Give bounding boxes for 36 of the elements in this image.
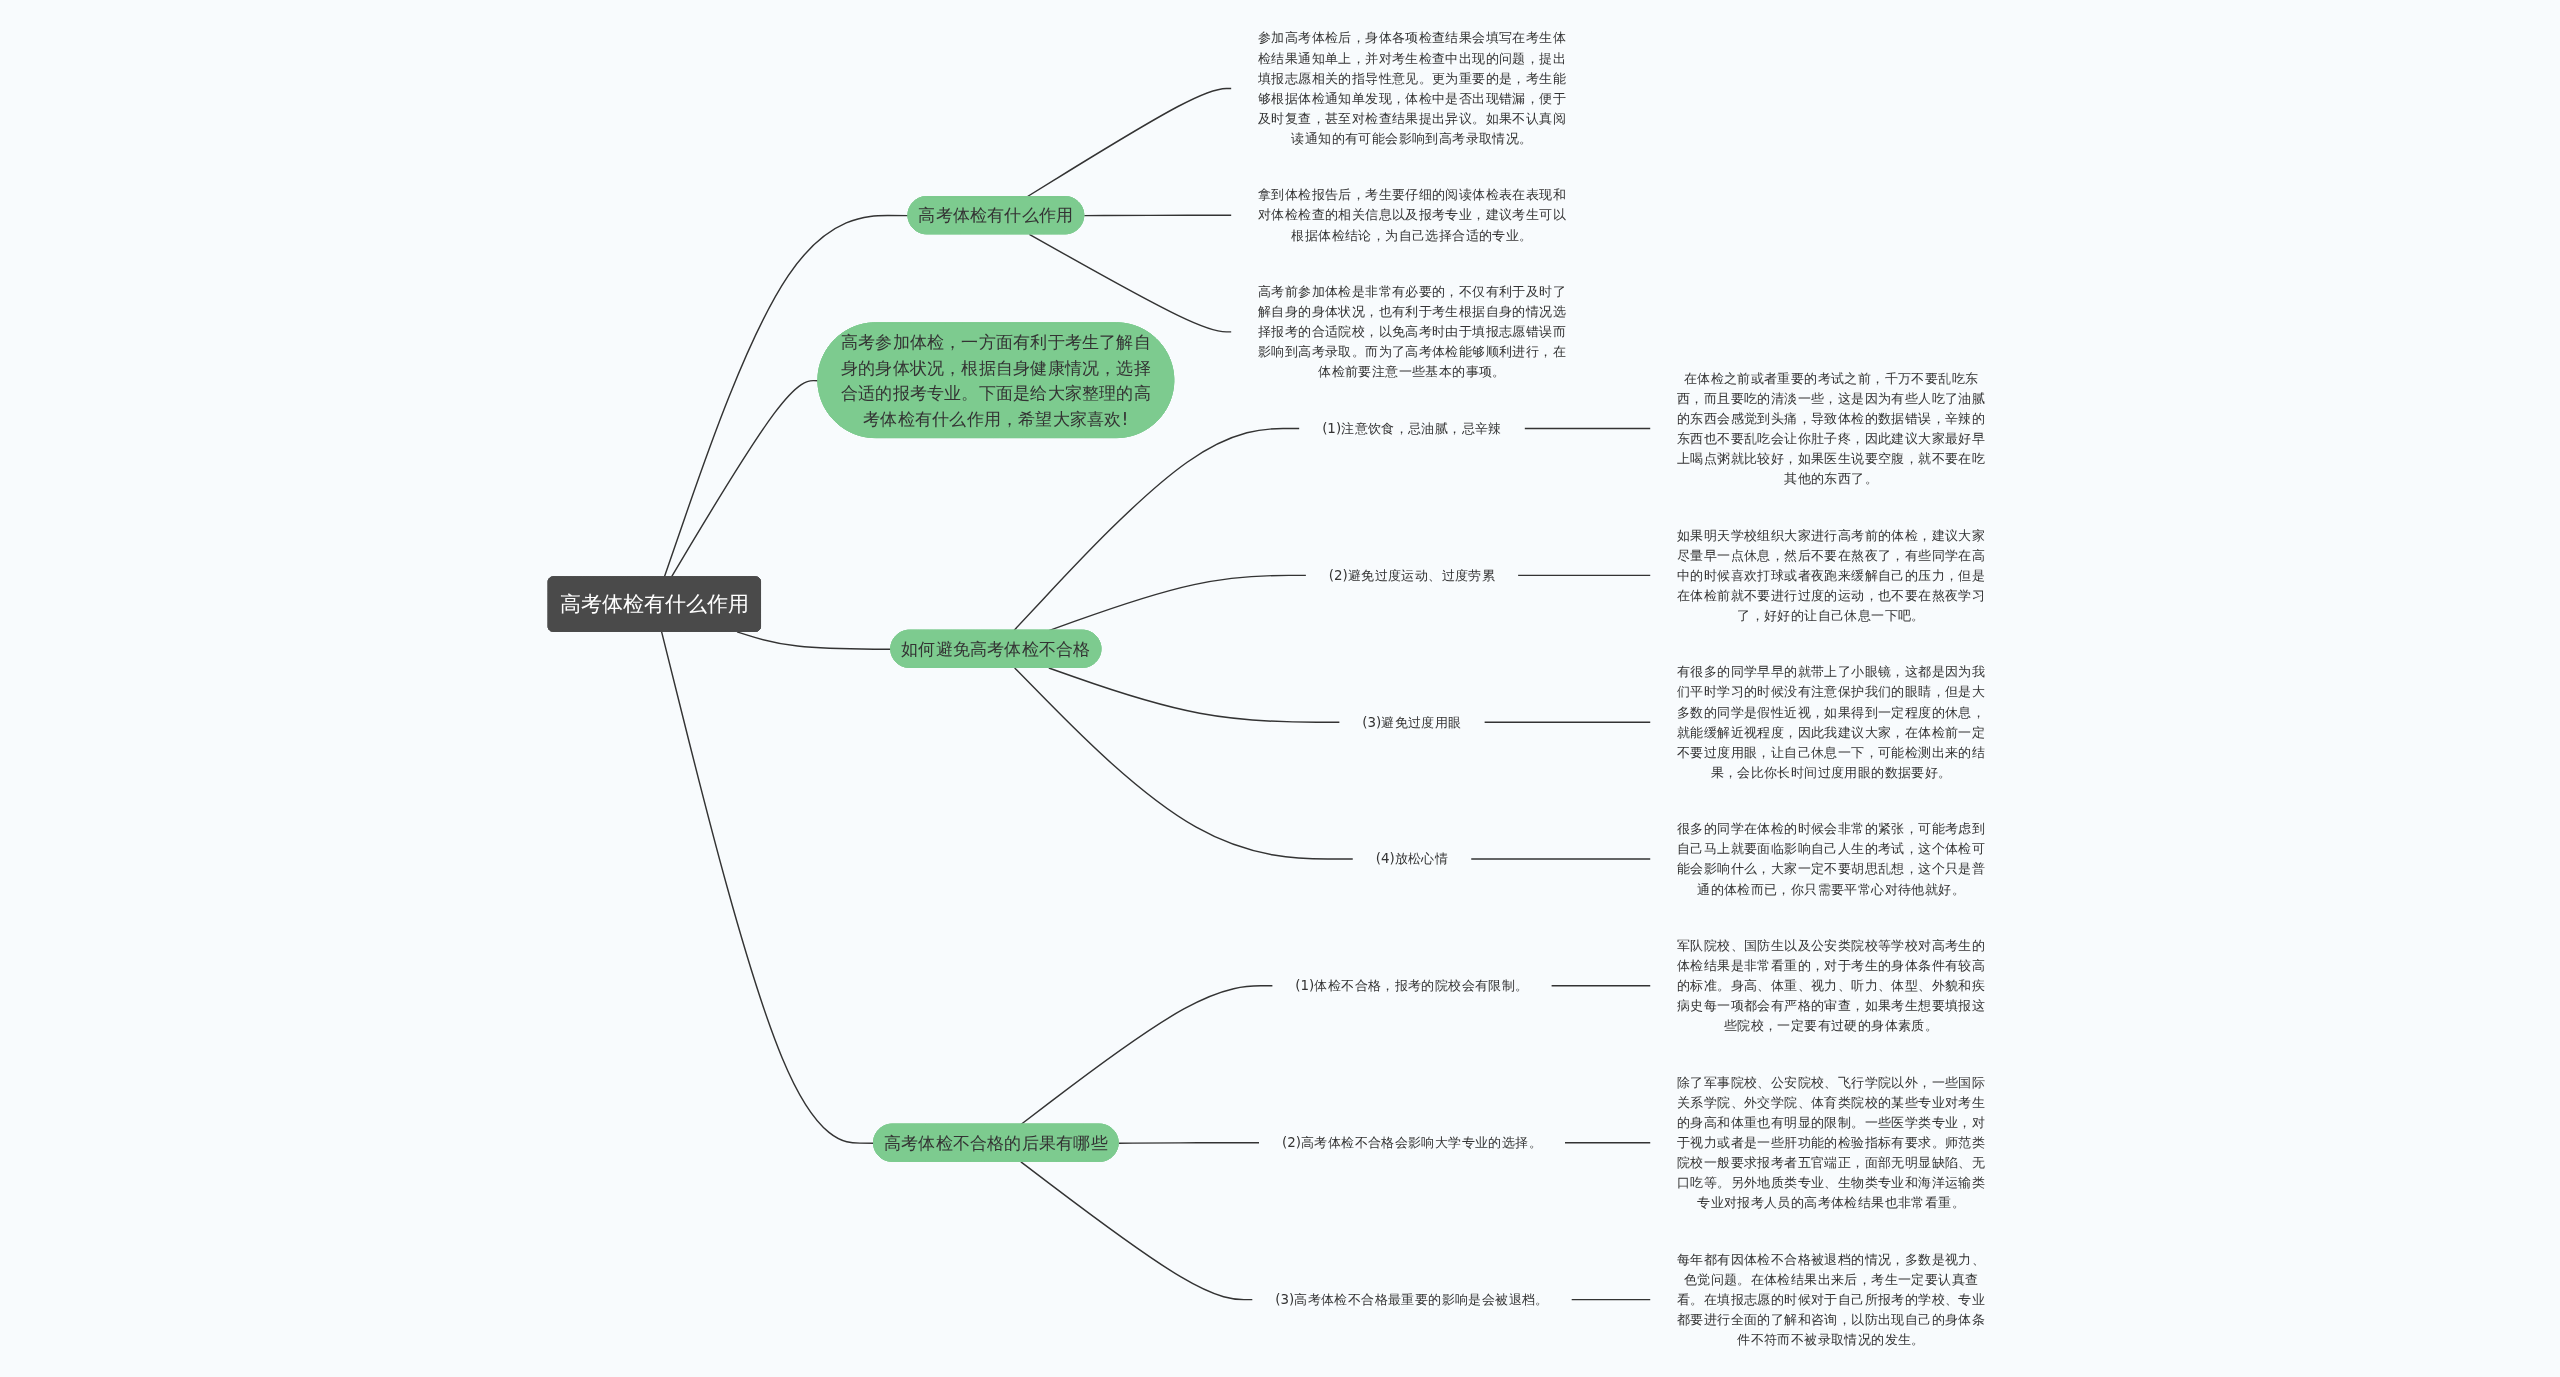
connector xyxy=(1517,574,1651,576)
connector xyxy=(660,630,875,1144)
node-text: (4)放松心情 xyxy=(1375,850,1449,866)
node-text: 拿到体检报告后，考生要仔细的阅读体检表在表现和对体检检查的相关信息以及报考专业，建议考生可以根据体检结论，为自己选择合适的专业。 xyxy=(1257,186,1567,242)
connector xyxy=(1524,427,1651,429)
connector xyxy=(1564,1141,1651,1143)
connector xyxy=(736,630,892,650)
node-text: 高考前参加体检是非常有必要的，不仅有利于及时了解自身的身体状况，也有利于考生根据自身的情况选择报考的合适院校，以免高考时由于填报志愿错误而影响到高考录取。而为了高考体检能够顺利进行，在体检前要注意一些基本的事项。 xyxy=(1257,283,1567,379)
connector xyxy=(1020,984,1274,1125)
node-text: (3)避免过度用眼 xyxy=(1362,713,1462,729)
connector xyxy=(1083,213,1232,216)
connector xyxy=(1048,666,1341,723)
connector xyxy=(663,214,910,578)
node-text: 有很多的同学早早的就带上了小眼镜，这都是因为我们平时学习的时候没有注意保护我们的眼睛，但是大多数的同学是假性近视，如果得到一定程度的休息，就能缓解近视程度，因此我建议大家，在体检前一定不要过度用眼，让自己休息一下，可能检测出来的结果，会比你长时间过度用眼的数据要好。 xyxy=(1677,663,1986,780)
connector xyxy=(1026,87,1232,198)
connector xyxy=(1117,1141,1260,1144)
node-text: 除了军事院校、公安院校、飞行学院以外，一些国际关系学院、外交学院、体育类院校的某些专业对考生的身高和体重也有明显的限制。一些医学类专业，对于视力或者是一些肝功能的检验指标有要求。师范类院校一般要求报考者五官端正，面部无明显缺陷、无口吃等。另外地质类专业、生物类专业和海洋运输类专业对报考人员的高考体检结果也非常看重。 xyxy=(1677,1073,1986,1210)
node-text: 参加高考体检后，身体各项检查结果会填写在考生体检结果通知单上，并对考生检查中出现的问题，提出填报志愿相关的指导性意见。更为重要的是，考生能够根据体检通知单发现，体检中是否出现错漏，便于及时复查，甚至对检查结果提出异议。如果不认真阅读通知的有可能会影响到高考录取情况。 xyxy=(1257,29,1567,146)
node-text: 很多的同学在体检的时候会非常的紧张，可能考虑到自己马上就要面临影响自己人生的考试，这个体检可能会影响什么，大家一定不要胡思乱想，这个只是普通的体检而已，你只需要平常心对待他就好。 xyxy=(1677,820,1986,896)
connector xyxy=(1483,721,1651,723)
node-text: 如果明天学校组织大家进行高考前的体检，建议大家尽量早一点休息，然后不要在熬夜了，有些同学在高中的时候喜欢打球或者夜跑来缓解自己的压力，但是在体检前就不要进行过度的运动，也不要在熬夜学习了，好好的让自己休息一下吧。 xyxy=(1677,526,1986,623)
connector xyxy=(1013,427,1300,631)
node-text: 军队院校、国防生以及公安类院校等学校对高考生的体检结果是非常看重的，对于考生的身体条件有较高的标准。身高、体重、视力、听力、体型、外貌和疾病史每一项都会有严格的审查，如果考生想要填报这些院校，一定要有过硬的身体素质。 xyxy=(1677,937,1986,1033)
connector xyxy=(1571,1298,1651,1300)
node-text: (1)注意饮食，忌油腻，忌辛辣 xyxy=(1322,419,1502,436)
node-text: (3)高考体检不合格最重要的影响是会被退档。 xyxy=(1275,1291,1549,1307)
node-text: 每年都有因体检不合格被退档的情况，多数是视力、色觉问题。在体检结果出来后，考生一定要认真查看。在填报志愿的时候对于自己所报考的学校、专业都要进行全面的了解和咨询，以防出现自己的身体条件不符而不被录取情况的发生。 xyxy=(1677,1250,1986,1347)
connector xyxy=(1028,233,1232,333)
connector xyxy=(1550,984,1651,987)
node-text: (2)避免过度运动、过度劳累 xyxy=(1328,566,1496,583)
connector xyxy=(1470,857,1651,860)
node-text: (1)体检不合格，报考的院校会有限制。 xyxy=(1295,977,1529,993)
connector xyxy=(1013,666,1354,860)
node-text: 在体检之前或者重要的考试之前，千万不要乱吃东西，而且要吃的清淡一些，这是因为有些人吃了油腻的东西会感觉到头痛，导致体检的数据错误，辛辣的东西也不要乱吃会让你肚子疼，因此建议大家最好早上喝点粥就比较好，如果医生说要空腹，就不要在吃其他的东西了。 xyxy=(1677,369,1986,486)
node-text: (2)高考体检不合格会影响大学专业的选择。 xyxy=(1281,1134,1543,1150)
connector xyxy=(1020,1160,1253,1300)
